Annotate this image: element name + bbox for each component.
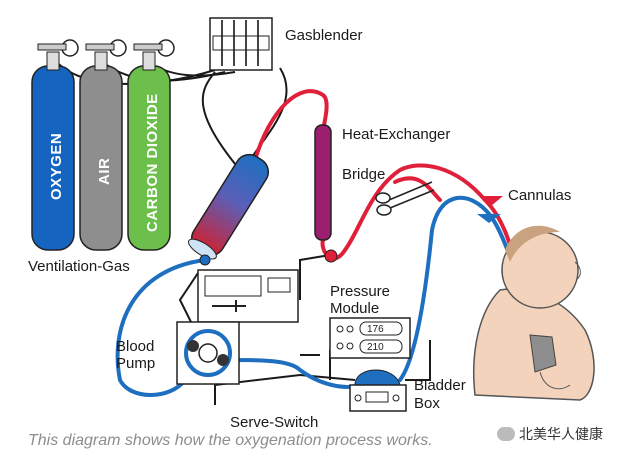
pressure-module-device: 176 210 [329, 317, 411, 359]
infant-patient [472, 225, 595, 401]
pressure-module-label-line1: Pressure [330, 283, 390, 300]
cannula-marker-arterial [479, 196, 503, 206]
bladder-box-label-line2: Box [414, 395, 440, 412]
blood-pump-device [176, 321, 240, 385]
cannula-marker-venous [477, 214, 501, 223]
ventilation-gas-label: Ventilation-Gas [28, 258, 130, 275]
bladder-box-device [349, 369, 407, 412]
bladder-box-label-line1: Bladder [414, 377, 466, 394]
pressure-module-label-line2: Module [330, 300, 379, 317]
gasblender-label: Gasblender [285, 27, 363, 44]
heat-exchanger-label: Heat-Exchanger [342, 126, 450, 143]
pressure-reading-1: 176 [367, 324, 384, 335]
monitor-device [197, 269, 299, 323]
air-cylinder: AIR [79, 39, 127, 251]
cylinder-label: CARBON DIOXIDE [144, 93, 161, 232]
serve-switch-label: Serve-Switch [230, 414, 318, 431]
cylinder-label: OXYGEN [48, 133, 65, 200]
pressure-reading-2: 210 [367, 342, 384, 353]
carbon-dioxide-cylinder: CARBON DIOXIDE [127, 39, 175, 251]
cannulas-label: Cannulas [508, 187, 571, 204]
chat-icon [497, 427, 515, 441]
diagram-caption: This diagram shows how the oxygenation p… [28, 432, 433, 449]
arterial-tubing [253, 89, 527, 302]
oxygen-cylinder: OXYGEN [31, 39, 79, 251]
watermark: 北美华人健康 [497, 424, 603, 444]
heat-exchanger-device [314, 124, 338, 263]
oxygenator [188, 153, 270, 260]
blood-pump-label-line2: Pump [116, 355, 155, 372]
watermark-text: 北美华人健康 [519, 427, 603, 443]
blood-pump-label-line1: Blood [116, 338, 154, 355]
scissors-icon [375, 181, 435, 216]
bridge-label: Bridge [342, 166, 385, 183]
gasblender-device [209, 17, 273, 71]
cylinder-label: AIR [96, 158, 113, 185]
oxygenator-port [199, 254, 211, 266]
